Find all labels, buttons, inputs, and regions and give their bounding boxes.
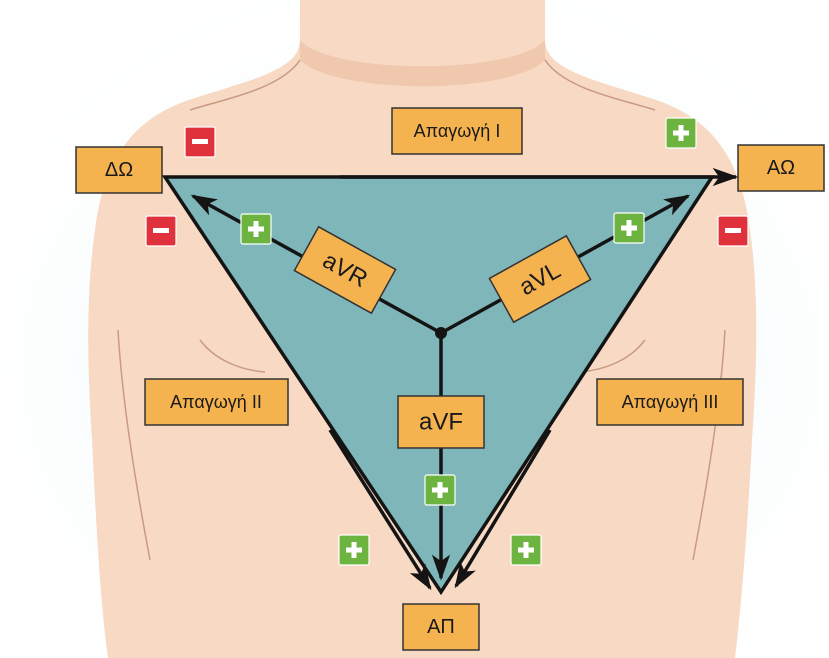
plus-badge-lead1-left xyxy=(666,118,696,148)
electrode-right-arm-label: ΔΩ xyxy=(105,159,133,181)
lead-3-box: Απαγωγή III xyxy=(597,379,743,425)
plus-badge-lead3 xyxy=(511,535,541,565)
electrode-left-arm-label: ΑΩ xyxy=(767,157,795,179)
avf-label: aVF xyxy=(419,409,463,436)
plus-badge-avf xyxy=(425,475,455,505)
lead-2-label: Απαγωγή II xyxy=(170,392,262,412)
lead-3-label: Απαγωγή III xyxy=(622,392,719,412)
lead-1-label: Απαγωγή I xyxy=(414,121,501,141)
electrode-left-leg: ΑΠ xyxy=(403,604,479,650)
minus-icon xyxy=(192,139,208,144)
plus-badge-avr xyxy=(241,214,271,244)
minus-badge-avl-right-arm xyxy=(146,216,176,246)
electrode-right-arm: ΔΩ xyxy=(76,147,162,193)
electrode-left-arm: ΑΩ xyxy=(738,145,824,191)
electrode-left-leg-label: ΑΠ xyxy=(427,616,455,638)
minus-badge-lead1-right xyxy=(185,127,215,157)
minus-badge-left-arm xyxy=(718,216,748,246)
avf-box: aVF xyxy=(398,396,484,448)
center-point xyxy=(435,327,447,339)
plus-badge-avl xyxy=(614,213,644,243)
minus-icon xyxy=(725,228,741,233)
plus-badge-lead2 xyxy=(339,535,369,565)
lead-2-box: Απαγωγή II xyxy=(145,379,288,425)
minus-icon xyxy=(153,228,169,233)
lead-1-box: Απαγωγή I xyxy=(392,108,522,154)
